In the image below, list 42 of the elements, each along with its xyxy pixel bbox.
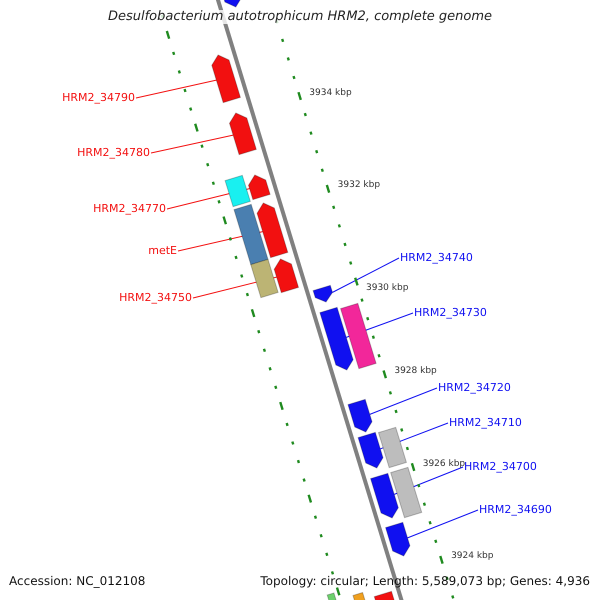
scale-label: 3926 kbp bbox=[422, 458, 466, 469]
gene-feature bbox=[211, 54, 242, 104]
title: Desulfobacterium autotrophicum HRM2, complete genome bbox=[108, 10, 492, 24]
gene-label: HRM2_34720 bbox=[438, 381, 511, 395]
leader-line bbox=[136, 80, 217, 98]
gene-label: HRM2_34700 bbox=[464, 460, 537, 474]
gene-feature bbox=[248, 174, 271, 200]
gene-label: HRM2_34740 bbox=[400, 251, 473, 265]
scale-label: 3932 kbp bbox=[338, 179, 380, 192]
gene-feature bbox=[319, 306, 354, 371]
scale-label: 3930 kbp bbox=[366, 282, 408, 296]
scale-label: 3924 kbp bbox=[451, 550, 494, 564]
gene-block bbox=[250, 258, 279, 298]
gene-label: HRM2_34770 bbox=[93, 202, 166, 216]
gene-block bbox=[340, 302, 377, 370]
gene-label: HRM2_34780 bbox=[77, 146, 150, 160]
genome-summary: Topology: circular; Length: 5,589,073 bp; Genes: 4,936 bbox=[260, 574, 590, 588]
leader-line bbox=[407, 510, 478, 538]
leader-line bbox=[150, 134, 234, 154]
leader-line bbox=[369, 388, 438, 415]
gene-feature bbox=[370, 472, 399, 519]
gene-label: HRM2_34710 bbox=[449, 416, 522, 430]
gene-feature bbox=[312, 284, 334, 303]
gene-block bbox=[233, 204, 269, 266]
gene-feature bbox=[256, 202, 288, 258]
scale-label: 3934 kbp bbox=[309, 86, 352, 100]
gene-label: HRM2_34730 bbox=[414, 306, 487, 320]
gene-feature bbox=[347, 398, 373, 433]
gene-block bbox=[224, 174, 251, 208]
leader-line bbox=[332, 258, 400, 293]
gene-block bbox=[378, 426, 408, 468]
gene-feature bbox=[384, 522, 410, 557]
gene-label: HRM2_34690 bbox=[479, 503, 552, 517]
gene-feature bbox=[228, 112, 257, 156]
gene-label: metE bbox=[148, 244, 177, 258]
gene-label: HRM2_34750 bbox=[119, 291, 192, 305]
gene-feature bbox=[357, 432, 384, 469]
gene-block bbox=[390, 466, 422, 518]
scale-label: 3928 kbp bbox=[394, 364, 437, 378]
gene-feature bbox=[274, 258, 300, 294]
gene-label: HRM2_34790 bbox=[62, 91, 135, 105]
accession-note: Accession: NC_012108 bbox=[9, 574, 146, 588]
